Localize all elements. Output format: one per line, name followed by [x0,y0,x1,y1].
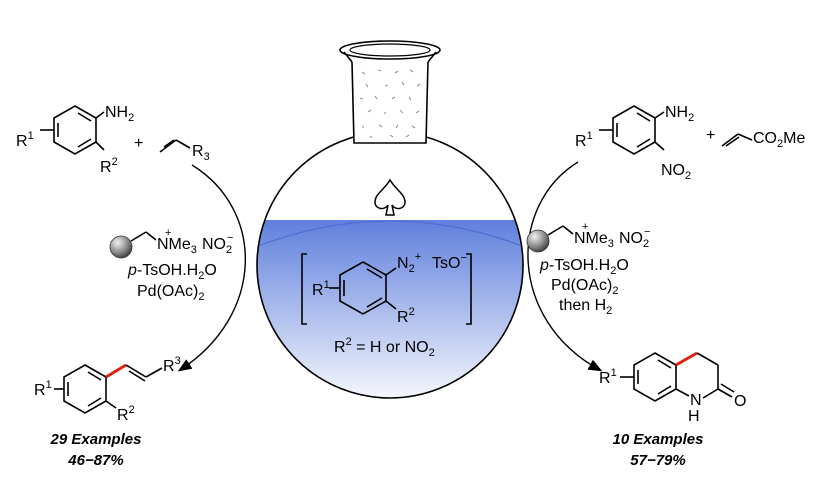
diazonium-salt: N2+ TsO− R1 R2 R2 = H or NO2 [301,251,472,359]
svg-text:NH2: NH2 [105,104,134,124]
svg-text:R1: R1 [599,367,617,387]
carbonyl-o-label: O [734,393,746,410]
new-bond-right [675,351,698,367]
left-nitrite-label: NO [202,236,226,253]
svg-text:p-TsOH.H2O: p-TsOH.H2O [127,262,217,282]
left-r3-label: R [192,143,204,160]
svg-text:R3: R3 [163,355,181,375]
product-r3-label: R [163,358,175,375]
center-r1-label: R [312,282,324,299]
left-r1-label: R [16,133,28,150]
right-product: N H O R1 [599,351,746,425]
right-reaction-arrow [527,161,603,372]
svg-text:NO2: NO2 [619,230,649,250]
ester-label: CO [753,130,777,147]
right-polymer-bead-icon [526,229,550,253]
svg-text:NO2: NO2 [202,236,232,256]
svg-text:R2: R2 [117,404,135,424]
right-palladium-label: Pd(OAc) [551,277,612,294]
new-bond-left [105,363,127,379]
product-r1-label: R [34,382,46,399]
right-plus-sign: + [706,127,715,144]
liquid-surface [257,220,523,247]
right-ammonium-charge: + [582,221,588,233]
right-aniline: NH2 R1 NO2 [575,104,694,182]
svg-text:R2: R2 [100,156,118,176]
hydrogenation-step: then H [559,297,606,314]
right-r1-label: R [575,133,587,150]
left-product: R3 R1 R2 [34,355,181,424]
svg-text:R1: R1 [312,279,330,299]
svg-text:TsO−: TsO− [432,252,467,272]
right-nitrite-charge: − [644,226,650,238]
svg-text:CO2Me: CO2Me [753,130,805,150]
tosylate-counterion: TsO [432,255,460,272]
neck-packing [359,69,421,139]
spade-icon [374,178,406,216]
methyl-acrylate: CO2Me [721,130,805,150]
left-yield-range: 46−87% [67,452,123,469]
flask-neck [339,40,441,144]
svg-text:R2 = H or NO2: R2 = H or NO2 [334,336,435,359]
center-r2-label: R [397,309,409,326]
left-alkene: R3 [159,139,210,163]
left-reaction-arrow [177,164,246,372]
svg-text:then H2: then H2 [559,297,612,317]
left-acid-label: p [127,262,137,279]
svg-text:R1: R1 [575,130,593,150]
svg-text:NH2: NH2 [665,104,694,124]
right-ammonium-label: NMe [574,230,608,247]
right-no2-label: NO [661,162,685,179]
left-nh2-label: NH [105,104,128,121]
substituent-definition: R [334,339,346,356]
svg-text:R2: R2 [397,306,415,326]
right-examples-count: 10 Examples [613,431,704,448]
svg-text:p-TsOH.H2O: p-TsOH.H2O [539,257,629,277]
left-ammonium-charge: + [165,227,171,239]
left-r2-label: R [100,159,112,176]
left-palladium-label: Pd(OAc) [137,283,198,300]
left-nitrite-charge: − [227,232,233,244]
product-r2-label: R [117,407,129,424]
svg-text:R3: R3 [192,143,210,163]
diazonium-n2: N [397,255,409,272]
lactam-n-label: N [690,392,702,409]
right-yield-range: 57−79% [630,452,685,469]
svg-text:R1: R1 [34,379,52,399]
right-acid-label: p [539,257,549,274]
svg-text:R1: R1 [16,130,34,150]
right-nh2-label: NH [665,104,688,121]
left-reagents: NMe3 + NO2 − p-TsOH.H2O Pd(OAc)2 [109,227,233,303]
lactam-h-label: H [688,408,700,425]
left-aniline: NH2 R1 R2 [16,104,134,176]
svg-text:Pd(OAc)2: Pd(OAc)2 [551,277,618,297]
left-ammonium-label: NMe [157,236,191,253]
right-reagents: NMe3 + NO2 − p-TsOH.H2O Pd(OAc)2 then H2 [526,221,650,317]
svg-text:NMe3: NMe3 [574,230,614,250]
right-product-r1-label: R [599,370,611,387]
right-nitrite-label: NO [619,230,643,247]
left-polymer-bead-icon [109,235,133,259]
svg-text:Pd(OAc)2: Pd(OAc)2 [137,283,204,303]
flask-liquid [257,220,523,398]
svg-text:N2+: N2+ [397,251,421,275]
svg-text:NMe3: NMe3 [157,236,197,256]
left-plus-sign: + [134,135,143,152]
svg-text:NO2: NO2 [661,162,691,182]
left-examples-count: 29 Examples [50,431,142,448]
